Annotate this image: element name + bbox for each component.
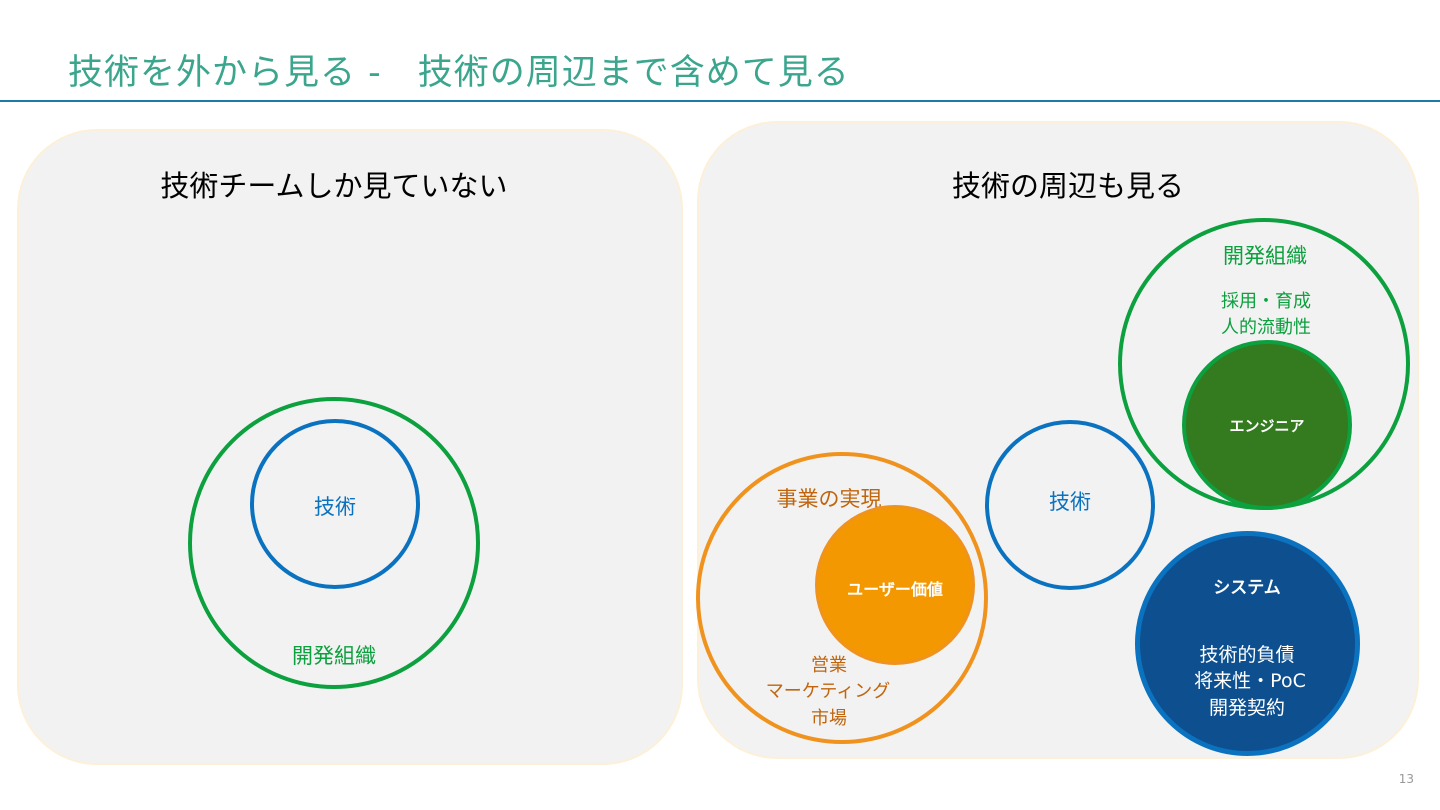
org-sub2: 人的流動性 xyxy=(1221,317,1311,338)
org-circle-left xyxy=(188,397,480,689)
system-circle xyxy=(1135,531,1360,756)
business-sub1: 営業 xyxy=(811,655,847,676)
business-circle xyxy=(696,452,988,744)
system-line2: 将来性・PoC xyxy=(1194,670,1306,692)
title-divider xyxy=(0,100,1440,102)
right-panel-heading: 技術の周辺も見る xyxy=(951,169,1185,203)
left-panel-heading: 技術チームしか見ていない xyxy=(160,169,508,203)
system-label: システム xyxy=(1213,578,1281,598)
engineer-label: エンジニア xyxy=(1229,417,1305,435)
org-sub1: 採用・育成 xyxy=(1221,291,1311,312)
engineer-circle xyxy=(1182,340,1352,510)
tech-circle-left xyxy=(250,419,420,589)
user-value-circle xyxy=(815,505,975,665)
system-line3: 開発契約 xyxy=(1208,697,1286,719)
business-sub3: 市場 xyxy=(811,708,847,729)
org-label-left: 開発組織 xyxy=(292,644,376,668)
business-label: 事業の実現 xyxy=(776,487,882,511)
tech-label-left: 技術 xyxy=(314,495,356,519)
tech-label-right: 技術 xyxy=(1049,490,1091,514)
page-number: 13 xyxy=(1398,772,1414,786)
system-line1: 技術的負債 xyxy=(1199,644,1295,666)
org-label-right: 開発組織 xyxy=(1223,244,1307,268)
slide-title: 技術を外から見る - 技術の周辺まで含めて見る xyxy=(68,53,850,93)
user-value-label: ユーザー価値 xyxy=(847,580,943,599)
tech-circle-right xyxy=(985,420,1155,590)
business-sub2: マーケティング xyxy=(765,681,891,702)
